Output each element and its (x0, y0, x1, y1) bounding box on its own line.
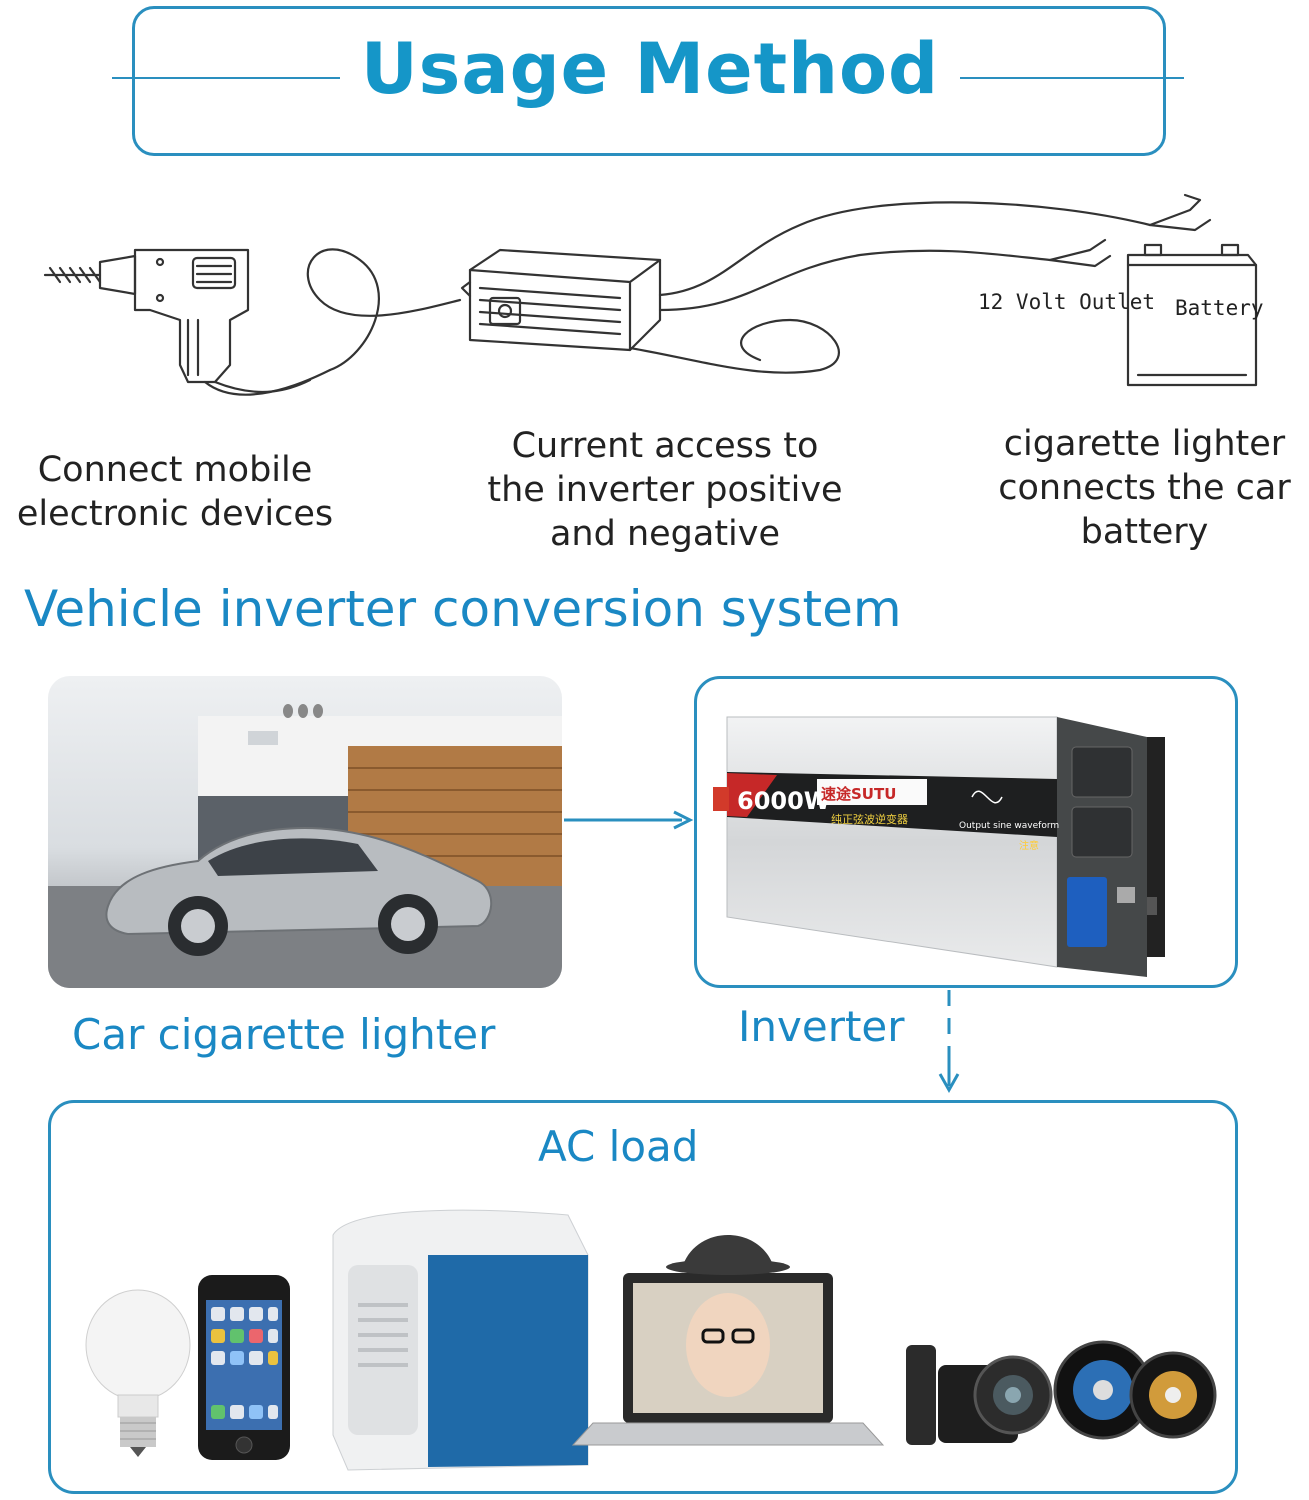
page-title: Usage Method (340, 28, 960, 110)
light-bulb-icon (85, 1289, 191, 1457)
speaker-icon (1053, 1340, 1217, 1440)
wiring-diagram (43, 193, 1258, 396)
caption-connect-devices: Connect mobile electronic devices (16, 450, 334, 534)
header-line-left (112, 77, 342, 79)
inverter-drawing-icon (460, 248, 662, 352)
alligator-clip-icon (1048, 193, 1212, 268)
car-photo (48, 676, 562, 988)
car-label: Car cigarette lighter (72, 1010, 496, 1059)
drill-icon (98, 248, 332, 396)
ac-load-devices (85, 1209, 1217, 1471)
battery-label: Battery (1175, 296, 1264, 320)
camera-icon (906, 1345, 1053, 1445)
drill-bit-icon (43, 266, 102, 284)
header-frame (132, 6, 1166, 156)
inverter-waveform-text: Output sine waveform (959, 821, 1060, 831)
laptop-icon (571, 1235, 885, 1446)
inverter-label: Inverter (738, 1002, 905, 1051)
battery-icon (1126, 243, 1258, 387)
inverter-brand-text: 速途SUTU (821, 785, 897, 803)
arrow-right-icon (564, 810, 694, 830)
arrow-down-icon (938, 990, 960, 1094)
system-title: Vehicle inverter conversion system (24, 580, 902, 638)
outlet-label: 12 Volt Outlet (978, 290, 1156, 314)
ac-load-title: AC load (538, 1122, 699, 1171)
car-refrigerator-icon (332, 1209, 589, 1471)
inverter-model-text: 纯正弦波逆变器 (831, 813, 908, 826)
caption-current-access: Current access to the inverter positive … (487, 426, 843, 554)
header-line-right (958, 77, 1184, 79)
inverter-panel: 6000W 速途SUTU 纯正弦波逆变器 Output sine wavefor… (694, 676, 1238, 988)
caption-cigarette-lighter: cigarette lighter connects the car batte… (998, 424, 1291, 552)
smartphone-icon (198, 1275, 290, 1460)
car-scene-illustration (48, 704, 562, 988)
ac-load-panel (48, 1100, 1238, 1494)
inverter-power-text: 6000W (737, 787, 831, 815)
inverter-warning-text: 注意 (1019, 841, 1039, 852)
inverter-device-illustration (713, 716, 1165, 977)
